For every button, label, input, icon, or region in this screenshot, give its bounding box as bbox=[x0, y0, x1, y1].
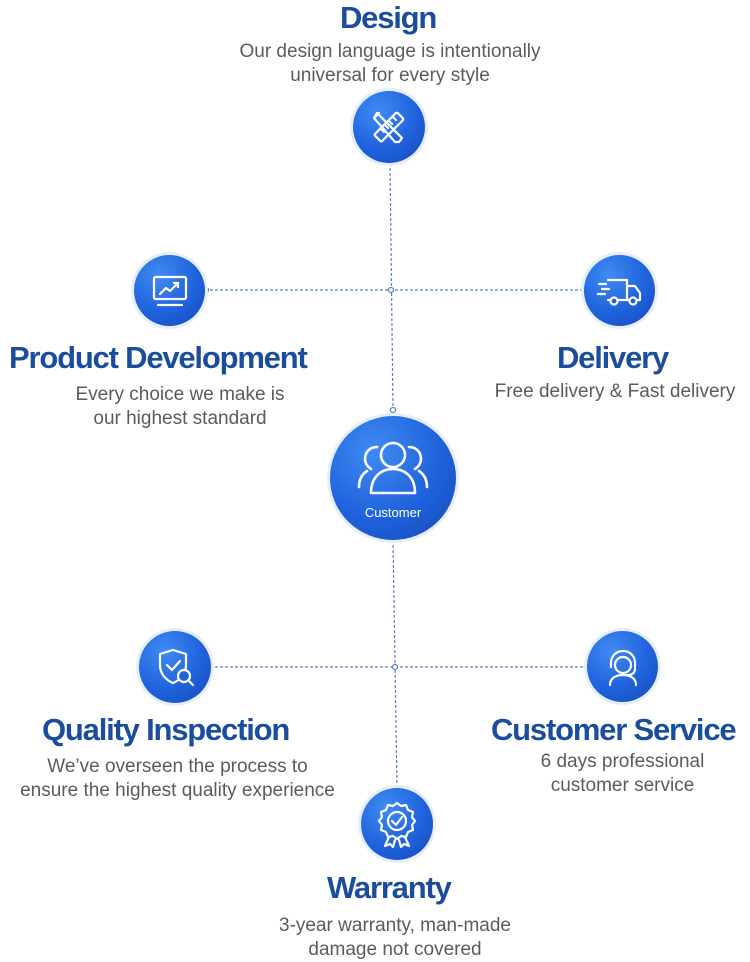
customer-service-title: Customer Service bbox=[491, 712, 737, 747]
product-development-description: Every choice we make is our highest stan… bbox=[75, 384, 285, 429]
truck-icon bbox=[596, 278, 641, 306]
shield-search-icon bbox=[158, 648, 195, 687]
product-development-node bbox=[134, 255, 205, 326]
connector-dot bbox=[391, 663, 399, 671]
customer-service-node bbox=[587, 631, 658, 702]
monitor-chart-icon bbox=[152, 275, 187, 306]
product-development-title: Product Development bbox=[9, 340, 308, 375]
connector-center-warranty bbox=[392, 539, 398, 789]
design-description: Our design language is intentionally uni… bbox=[239, 41, 541, 86]
users-icon bbox=[357, 441, 429, 494]
ruler-pencil-icon bbox=[372, 111, 405, 144]
quality-inspection-node bbox=[139, 631, 211, 703]
delivery-description: Free delivery & Fast delivery bbox=[494, 381, 736, 402]
warranty-title: Warranty bbox=[327, 870, 452, 905]
connector-dot bbox=[387, 286, 395, 294]
warranty-description: 3-year warranty, man-made damage not cov… bbox=[279, 915, 511, 960]
quality-inspection-description: We’ve overseen the process to ensure the… bbox=[20, 756, 335, 801]
design-title: Design bbox=[340, 0, 437, 35]
warranty-node bbox=[361, 788, 433, 860]
connector-design-center bbox=[389, 162, 394, 411]
badge-check-icon bbox=[377, 801, 417, 848]
customer-label: Customer bbox=[364, 504, 422, 520]
customer-center-node: Customer bbox=[330, 416, 456, 540]
customer-service-description: 6 days professional customer service bbox=[540, 751, 705, 796]
connector-dot bbox=[389, 406, 397, 414]
quality-inspection-title: Quality Inspection bbox=[42, 712, 290, 747]
delivery-node bbox=[584, 255, 655, 326]
headset-icon bbox=[608, 649, 637, 686]
delivery-title: Delivery bbox=[557, 340, 669, 375]
design-node bbox=[353, 91, 425, 163]
